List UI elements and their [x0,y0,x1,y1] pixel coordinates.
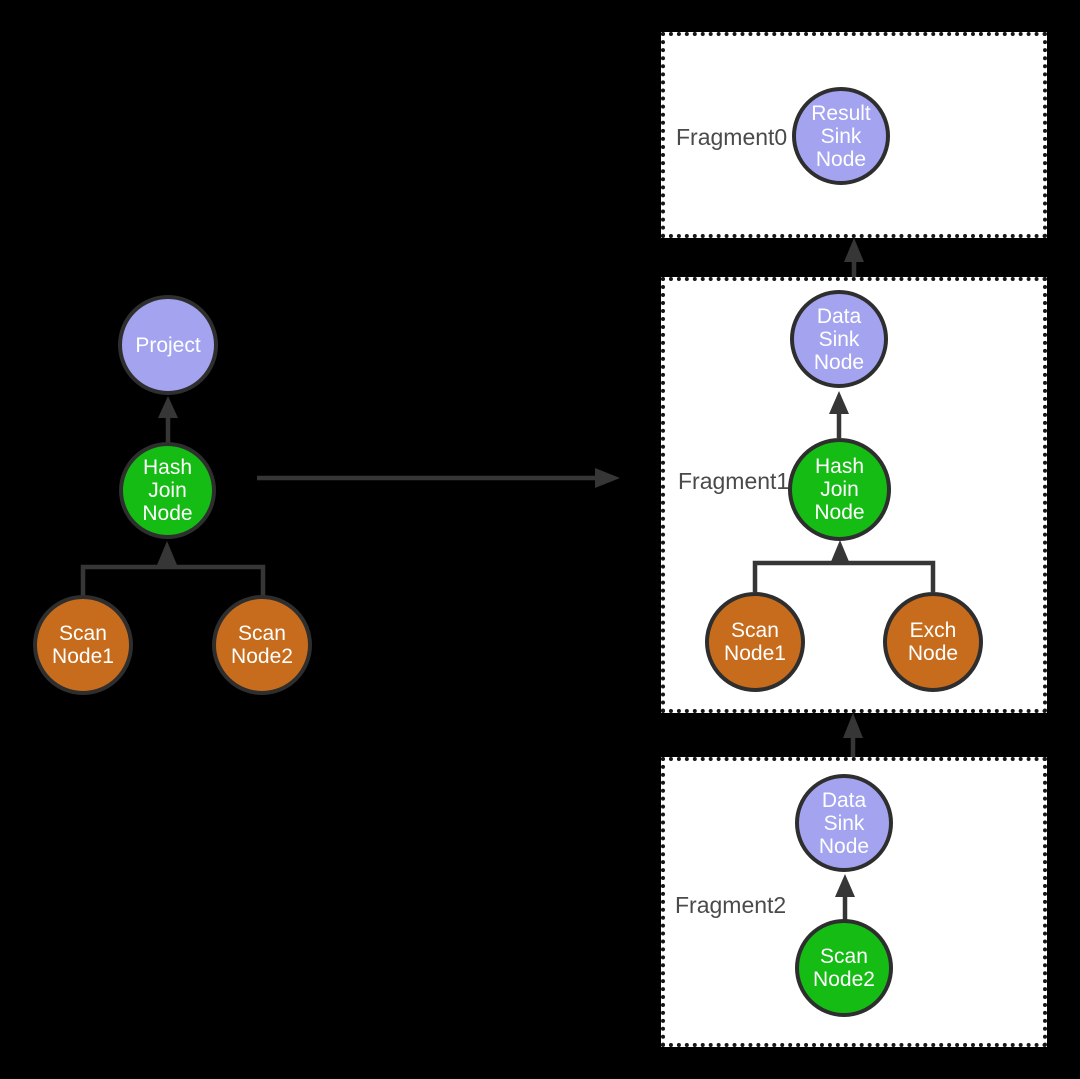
node-f2-data-sink: Data Sink Node [795,774,893,872]
node-f1-exch-node-label: Exch Node [907,619,959,665]
node-f1-data-sink-label: Data Sink Node [813,304,865,374]
fragment2-label: Fragment2 [675,892,787,918]
node-f1-hash-join-label: Hash Join Node [814,455,865,524]
fragment0-label: Fragment0 [676,124,788,150]
node-left-scan-node1-label: Scan Node1 [52,622,114,668]
node-left-hash-join: Hash Join Node [119,442,216,539]
node-f1-exch-node: Exch Node [883,592,983,692]
node-left-hash-join-label: Hash Join Node [142,456,193,525]
node-f2-data-sink-label: Data Sink Node [818,788,870,858]
arrowhead-left-project [158,396,178,418]
node-left-project: Project [118,295,218,395]
node-f1-hash-join: Hash Join Node [788,438,891,541]
node-f1-data-sink: Data Sink Node [790,290,888,388]
arrowhead-left-hashjoin [157,541,177,565]
node-f1-scan-node1-label: Scan Node1 [724,619,786,665]
arrowhead-fragment1 [843,713,863,738]
node-f0-result-sink-label: Result Sink Node [811,101,871,171]
node-left-project-label: Project [135,333,201,357]
node-f1-scan-node1: Scan Node1 [705,592,805,692]
node-f0-result-sink: Result Sink Node [792,87,890,185]
arrowhead-transform [595,468,620,488]
node-f2-scan-node2: Scan Node2 [795,919,893,1017]
node-f2-scan-node2-label: Scan Node2 [813,945,875,991]
node-left-scan-node2: Scan Node2 [212,595,312,695]
connector-left-scans-elbow [80,564,266,596]
arrowhead-fragment0 [844,238,864,262]
fragment1-label: Fragment1 [678,468,790,494]
node-left-scan-node2-label: Scan Node2 [231,622,293,668]
node-left-scan-node1: Scan Node1 [33,595,133,695]
